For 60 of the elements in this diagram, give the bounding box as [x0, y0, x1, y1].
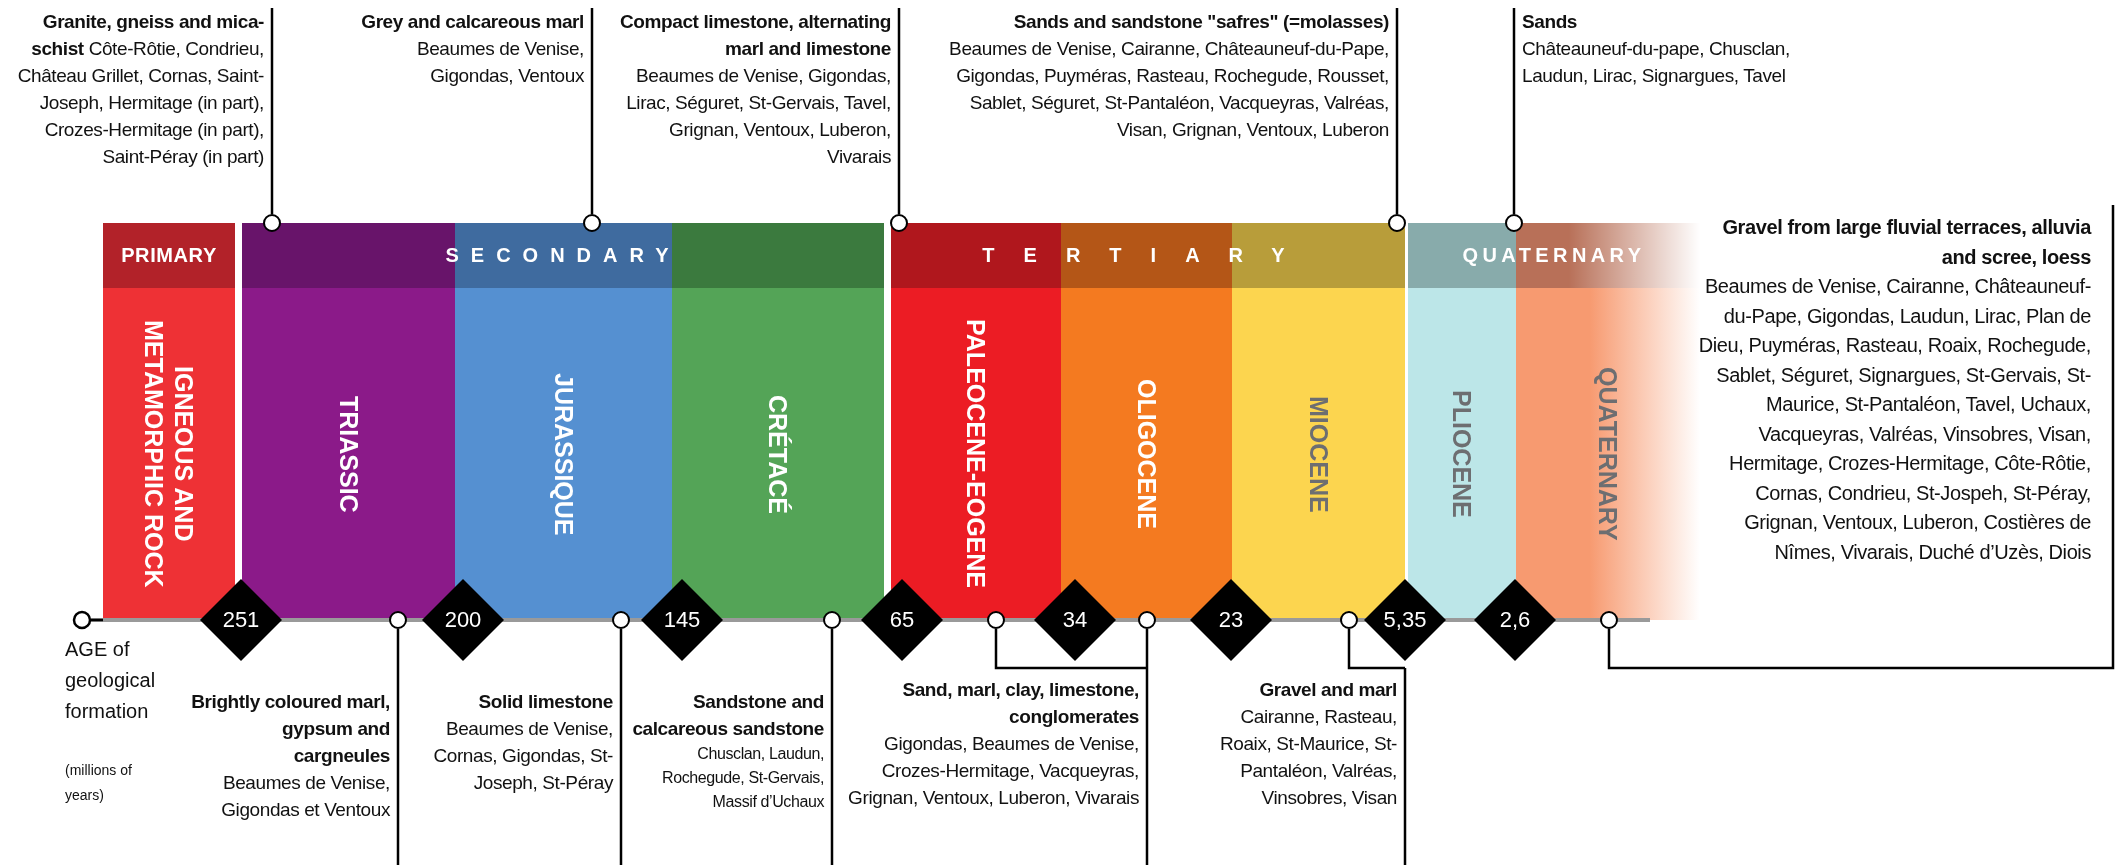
annotation-text: Cairanne, Rasteau, Roaix, St-Maurice, St-Pantaléon, Valréas, Vinsobres, Visan [1218, 705, 1397, 810]
annotation-text: Beaumes de Venise, Cairanne, Châteauneuf-du-Pape, Gigondas, Laudun, Lirac, Plan de Dieu, Puyméras, Rasteau, Roaix, Rochegude, Sablet, Séguret, Signargues, St-Gervais, St-Maurice, St-Pantaléon, Tavel, Uchaux, Vacqueyras, Valréas, Vinsobres, Visan, Hermitage, Crozes-Hermitage, Côte-Rôtie, Cornas, Condrieu, St-Jospeh, St-Péray, Grignan, Ventoux, Luberon, Costières de Nîmes, Vivarais, Duché d’Uzès, Diois [1697, 274, 2091, 565]
annotation-heading: Sandstone and calcareous sandstone [631, 690, 824, 741]
leader-line [1145, 627, 1149, 865]
period-label: QUATERNARY [1593, 367, 1623, 541]
leader-line [396, 627, 400, 865]
annotation-heading: Sands and sandstone "safres" (=molasses) [1012, 10, 1389, 34]
connector-dot [1138, 611, 1156, 629]
annotation-heading: Sands [1522, 10, 1579, 34]
annotation-heading: Gravel and marl [1258, 678, 1397, 702]
annotation-text: Beaumes de Venise, Cairanne, Châteauneuf-du-Pape, Gigondas, Puyméras, Rasteau, Rochegude, Rousset, Sablet, Séguret, St-Pantaléon, Vacqueyras, Valréas, Visan, Grignan, Ventoux, Luberon [948, 37, 1389, 142]
annotation-heading: Brightly coloured marl, gypsum and cargneules [190, 690, 390, 768]
annotation-heading: Gravel from large fluvial terraces, alluvia and scree, loess [1721, 215, 2091, 270]
connector-dot [612, 611, 630, 629]
leader-line [1395, 8, 1399, 214]
leader-line [1607, 205, 2115, 670]
period-label: MIOCENE [1303, 395, 1334, 513]
period-label: PLIOCENE [1447, 390, 1477, 518]
era-band: SECONDARY [242, 223, 884, 288]
period-label: PALEOCENE-EOGENE [961, 319, 991, 589]
axis-unit: (millions of years) [65, 761, 133, 805]
annotation-heading: Compact limestone, alternating marl and limestone [619, 10, 891, 61]
connector-dot [263, 214, 281, 232]
annotation-text: Beaumes de Venise, Gigondas, Lirac, Séguret, St-Gervais, Tavel, Grignan, Ventoux, Luberon, Vivarais [625, 64, 891, 169]
era-band: TERTIARY [891, 223, 1405, 288]
connector-dot [1600, 611, 1618, 629]
connector-dot [1340, 611, 1358, 629]
leader-line [830, 627, 834, 865]
axis-title: AGE of geological formation [65, 637, 156, 724]
annotation-text: Beaumes de Venise, Gigondas, Ventoux [415, 37, 584, 88]
period-label: JURASSIQUE [548, 372, 579, 536]
leader-line [1512, 8, 1516, 214]
annotation-text: Chusclan, Laudun, Rochegude, St-Gervais, Massif d’Uchaux [661, 744, 824, 812]
annotation-heading: Sand, marl, clay, limestone, conglomerates [901, 678, 1139, 729]
connector-dot [1505, 214, 1523, 232]
connector-dot [389, 611, 407, 629]
connector-dot [890, 214, 908, 232]
period-label: OLIGOCENE [1131, 379, 1162, 529]
annotation-text: Beaumes de Venise, Gigondas et Ventoux [220, 771, 390, 822]
period-label: CRÉTACÉ [763, 394, 793, 514]
period-label: TRIASSIC [333, 395, 364, 513]
annotation-heading: Solid limestone [477, 690, 613, 714]
connector-dot [987, 611, 1005, 629]
annotation-text: Beaumes de Venise, Cornas, Gigondas, St-Joseph, St-Péray [432, 717, 613, 795]
connector-dot [823, 611, 841, 629]
connector-dot [583, 214, 601, 232]
annotation-text: Châteauneuf-du-pape, Chusclan, Laudun, Lirac, Signargues, Tavel [1522, 37, 1791, 88]
period-label: IGNEOUS AND METAMORPHIC ROCK [139, 319, 199, 590]
era-band: QUATERNARY [1408, 223, 1700, 288]
leader-line [994, 629, 1147, 670]
annotation-heading: Grey and calcareous marl [360, 10, 584, 34]
connector-dot [1388, 214, 1406, 232]
leader-line [897, 8, 901, 214]
leader-line [590, 8, 594, 214]
annotation-text: Gigondas, Beaumes de Venise, Crozes-Hermitage, Vacqueyras, Grignan, Ventoux, Luberon, Vivarais [847, 732, 1139, 810]
era-band: PRIMARY [103, 223, 235, 288]
annotation-text: Granite, gneiss and mica-schist Côte-Rôtie, Condrieu, Château Grillet, Cornas, Saint-Joseph, Hermitage (in part), Crozes-Hermitage (in part), Saint-Péray (in part) [16, 10, 264, 169]
leader-line [619, 627, 623, 865]
leader-line [1347, 627, 1407, 865]
leader-line [270, 8, 274, 214]
